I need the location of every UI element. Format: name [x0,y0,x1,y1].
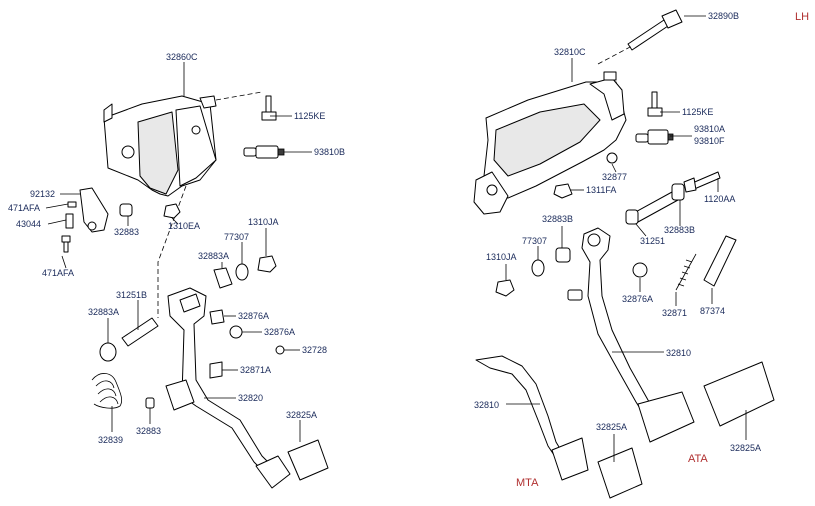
right-pedal-pad-mt [551,437,589,481]
part-label: 77307 [522,236,547,246]
left-pedal-pad-2 [287,439,329,481]
right-side-bolt [683,171,721,193]
part-label: 32825A [286,410,317,420]
right-return-spring [675,253,697,291]
part-label: 32810C [554,47,586,57]
right-pivot-shaft [625,183,685,225]
left-bushing-32883 [119,203,133,217]
left-pedal-bracket [103,95,217,197]
part-label: 1310JA [248,217,279,227]
right-part-labels: 32890B 32810C 1125KE 93810A 93810F 32877… [474,11,761,453]
part-label: 32883B [542,214,573,224]
part-label: 32877 [602,172,627,182]
variant-label-ata: ATA [688,453,708,465]
right-pedal-pad-mt-2 [597,447,643,499]
left-nut-1310ea [163,203,181,219]
right-nut-1311fa [553,183,573,199]
left-return-spring [91,373,123,409]
left-brake-switch [243,145,285,159]
part-label: 32825A [730,443,761,453]
left-collar-32876a-2 [229,325,243,339]
part-label: 32883B [664,225,695,235]
part-label: 32883A [198,251,229,261]
part-label: 32728 [302,345,327,355]
part-label: 1310EA [168,221,200,231]
part-label: 32820 [238,393,263,403]
part-label: 1120AA [704,194,735,204]
right-bushing-32883b [555,247,571,263]
right-bolt-1125ke [647,91,663,117]
part-label: 32890B [708,11,739,21]
right-pedal-arm-at [567,227,655,419]
part-label: 43044 [16,219,41,229]
part-label: 32810 [474,400,499,410]
part-label: 32876A [622,294,653,304]
part-label: 32871 [662,308,687,318]
part-label: 77307 [224,232,249,242]
part-label: 1125KE [294,111,325,121]
part-label: 32883 [114,227,139,237]
right-brake-switch [635,129,674,145]
left-bushing-32883a-lower [99,342,117,362]
left-bushing-32883-lower [145,397,155,409]
right-assembly [473,9,775,499]
part-label: 471AFA [42,268,74,278]
part-label: 32810 [666,348,691,358]
left-collar-32876a [209,309,225,325]
part-label: 32839 [98,435,123,445]
part-label: 1311FA [586,185,616,195]
right-stopper-32877 [606,152,618,164]
part-label: 32883A [88,307,119,317]
left-stopper-32728 [275,345,285,355]
side-label: LH [795,11,809,23]
right-pedal-pad-2 [703,361,775,427]
left-nut-1310ja [257,255,277,273]
left-assembly [61,91,329,489]
part-label: 471AFA [8,203,40,213]
part-label: 92132 [30,189,55,199]
left-pedal-pad [255,455,291,489]
left-washer-77307 [235,263,249,281]
part-label: 1125KE [682,107,713,117]
right-leaders [505,15,747,462]
part-label: 93810F [694,136,725,146]
part-label: 93810B [314,147,345,157]
right-long-bolt [627,9,683,51]
left-bushing-32871a [209,361,223,379]
left-leaders [45,62,312,442]
part-label: 32860C [166,52,198,62]
right-nut-1310ja [495,279,515,297]
right-sleeve-87374 [703,235,737,287]
part-label: 31251 [640,236,665,246]
part-label: 32876A [264,327,295,337]
left-bolt-1125ke [261,95,277,121]
part-label: 32871A [240,365,271,375]
right-pedal-pad-1 [637,391,695,443]
part-label: 32876A [238,311,269,321]
variant-label-mta: MTA [516,477,539,489]
part-label: 93810A [694,124,725,134]
left-shaft-31251b [121,317,159,347]
part-label: 32883 [136,426,161,436]
part-label: 87374 [700,306,725,316]
part-label: 32825A [596,422,627,432]
left-bushing-32883a [213,267,233,289]
part-label: 31251B [116,290,147,300]
left-part-labels: 32860C 1125KE 93810B 92132 471AFA 43044 … [8,52,345,445]
right-collar-32876a [632,262,648,278]
part-label: 1310JA [486,252,517,262]
right-pedal-bracket [473,71,627,215]
left-mounting-plate [61,187,109,253]
right-washer-77307 [531,259,545,277]
